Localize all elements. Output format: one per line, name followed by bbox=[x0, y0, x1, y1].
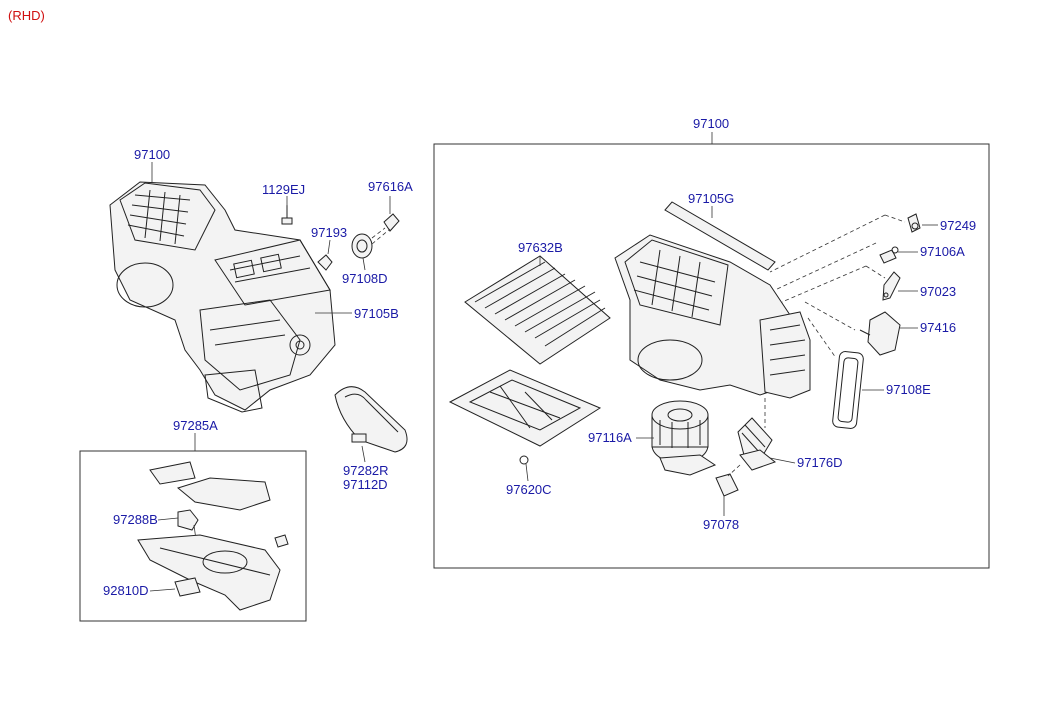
part-label-97193[interactable]: 97193 bbox=[311, 225, 348, 240]
part-label-97105b[interactable]: 97105B bbox=[354, 306, 399, 321]
part-label-97616a[interactable]: 97616A bbox=[368, 179, 413, 194]
part-label-97105g[interactable]: 97105G bbox=[688, 191, 735, 206]
part-label-97416[interactable]: 97416 bbox=[920, 320, 957, 335]
assembly-line-7 bbox=[807, 317, 837, 359]
part-label-97176d[interactable]: 97176D bbox=[797, 455, 843, 470]
assembly-line-1 bbox=[769, 214, 886, 273]
floor-duct-kit-illustration bbox=[137, 461, 289, 611]
filter-cover-97620c-illustration bbox=[448, 369, 602, 465]
heater-unit-assembly-illustration bbox=[109, 181, 336, 413]
cabin-filter-97632b-illustration bbox=[464, 255, 611, 365]
connector-97078-illustration bbox=[715, 473, 739, 497]
part-label-97285a[interactable]: 97285A bbox=[173, 418, 218, 433]
part-label-97100-right[interactable]: 97100 bbox=[693, 116, 730, 131]
part-label-97282r[interactable]: 97282R bbox=[343, 463, 389, 478]
variant-label: (RHD) bbox=[8, 8, 45, 23]
leader-97288b bbox=[157, 517, 179, 521]
part-label-1129ej[interactable]: 1129EJ bbox=[262, 182, 306, 197]
part-label-97116a[interactable]: 97116A bbox=[588, 430, 632, 445]
assembly-line-9 bbox=[727, 464, 741, 477]
part-label-97108d[interactable]: 97108D bbox=[342, 271, 388, 286]
part-label-97078[interactable]: 97078 bbox=[703, 517, 740, 532]
part-label-97620c[interactable]: 97620C bbox=[506, 482, 552, 497]
leader-92810d bbox=[149, 588, 176, 592]
seal-strip-97105g-illustration bbox=[664, 201, 776, 271]
duct-kit-frame bbox=[79, 450, 307, 622]
link-97106a-illustration bbox=[879, 246, 899, 264]
leader-97282r bbox=[361, 445, 366, 463]
assembly-line-5 bbox=[865, 265, 886, 279]
leader-97108d bbox=[362, 257, 366, 271]
clip-97249-illustration bbox=[907, 213, 921, 233]
cap-97616a-illustration bbox=[383, 213, 400, 232]
actuator-97416-illustration bbox=[859, 311, 901, 356]
part-label-97632b[interactable]: 97632B bbox=[518, 240, 563, 255]
right-assembly-frame bbox=[433, 143, 990, 569]
rear-duct-illustration bbox=[334, 386, 408, 453]
gasket-97108e-illustration bbox=[832, 351, 864, 429]
part-label-92810d[interactable]: 92810D bbox=[103, 583, 149, 598]
assembly-line-6 bbox=[804, 301, 856, 331]
leader-97193 bbox=[327, 239, 331, 255]
part-label-97100-left[interactable]: 97100 bbox=[134, 147, 171, 162]
grommet-97108d-illustration bbox=[351, 227, 386, 259]
bolt-1129ej-illustration bbox=[281, 205, 293, 225]
blower-motor-97116a-illustration bbox=[651, 400, 717, 476]
part-label-97288b[interactable]: 97288B bbox=[113, 512, 158, 527]
part-label-97106a[interactable]: 97106A bbox=[920, 244, 965, 259]
assembly-line-10 bbox=[371, 228, 391, 245]
resistor-97176d-illustration bbox=[737, 417, 777, 471]
leader-97176d bbox=[769, 457, 796, 464]
assembly-line-4 bbox=[781, 265, 867, 303]
lever-97023-illustration bbox=[882, 271, 901, 301]
assembly-line-3 bbox=[774, 242, 877, 291]
part-label-97023[interactable]: 97023 bbox=[920, 284, 957, 299]
part-label-97249[interactable]: 97249 bbox=[940, 218, 977, 233]
assembly-line-2 bbox=[884, 214, 906, 223]
seal-97193-illustration bbox=[317, 254, 333, 271]
part-label-97108e[interactable]: 97108E bbox=[886, 382, 931, 397]
leader-97620c bbox=[525, 463, 529, 482]
blower-unit-97100-illustration bbox=[614, 234, 811, 399]
part-label-97112d[interactable]: 97112D bbox=[343, 477, 388, 492]
